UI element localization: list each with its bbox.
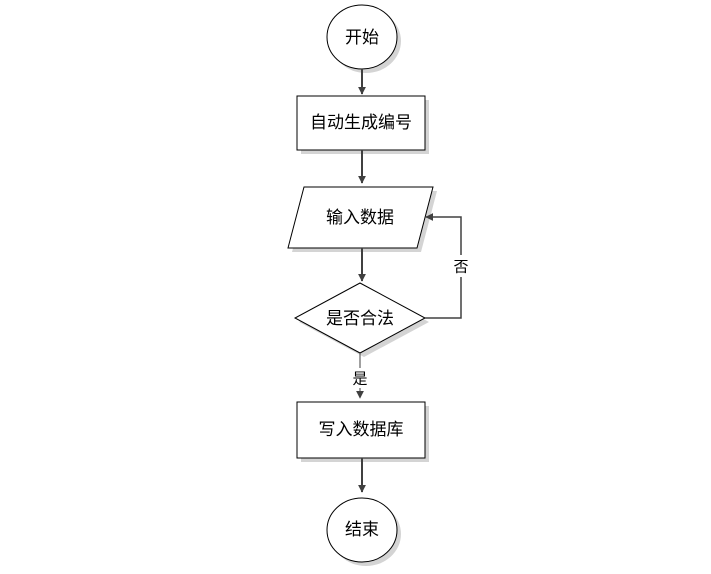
generate-id-label: 自动生成编号 — [310, 113, 412, 133]
end-node: 结束 — [326, 497, 401, 566]
write-db-node: 写入数据库 — [296, 401, 429, 462]
input-data-node: 输入数据 — [287, 186, 437, 252]
end-label: 结束 — [345, 520, 379, 540]
start-label: 开始 — [345, 28, 379, 48]
validate-node: 是否合法 — [293, 282, 429, 357]
input-data-label: 输入数据 — [326, 208, 394, 228]
yes-label: 是 — [352, 370, 367, 388]
no-label: 否 — [453, 258, 468, 276]
generate-id-node: 自动生成编号 — [296, 95, 429, 154]
write-db-label: 写入数据库 — [319, 420, 404, 440]
validate-label: 是否合法 — [326, 309, 394, 329]
start-node: 开始 — [326, 4, 401, 73]
